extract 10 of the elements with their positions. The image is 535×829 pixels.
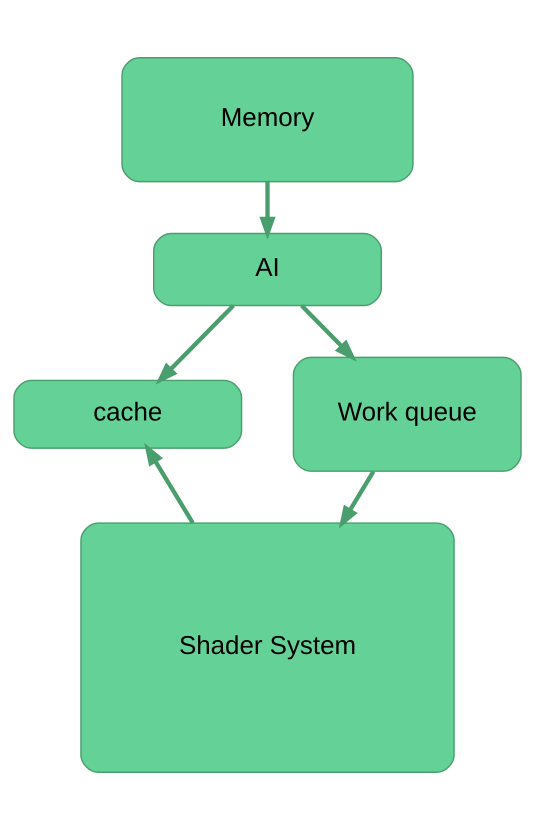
node-box: AI — [152, 232, 382, 306]
arrow — [300, 304, 357, 362]
node-box: Shader System — [80, 522, 455, 772]
arrow — [156, 304, 235, 384]
arrow — [144, 442, 195, 524]
arrow — [338, 470, 376, 528]
node-box: cache — [13, 379, 242, 448]
node-box: Memory — [121, 56, 414, 182]
node-box: Work queue — [292, 356, 522, 472]
arrow — [259, 181, 276, 240]
